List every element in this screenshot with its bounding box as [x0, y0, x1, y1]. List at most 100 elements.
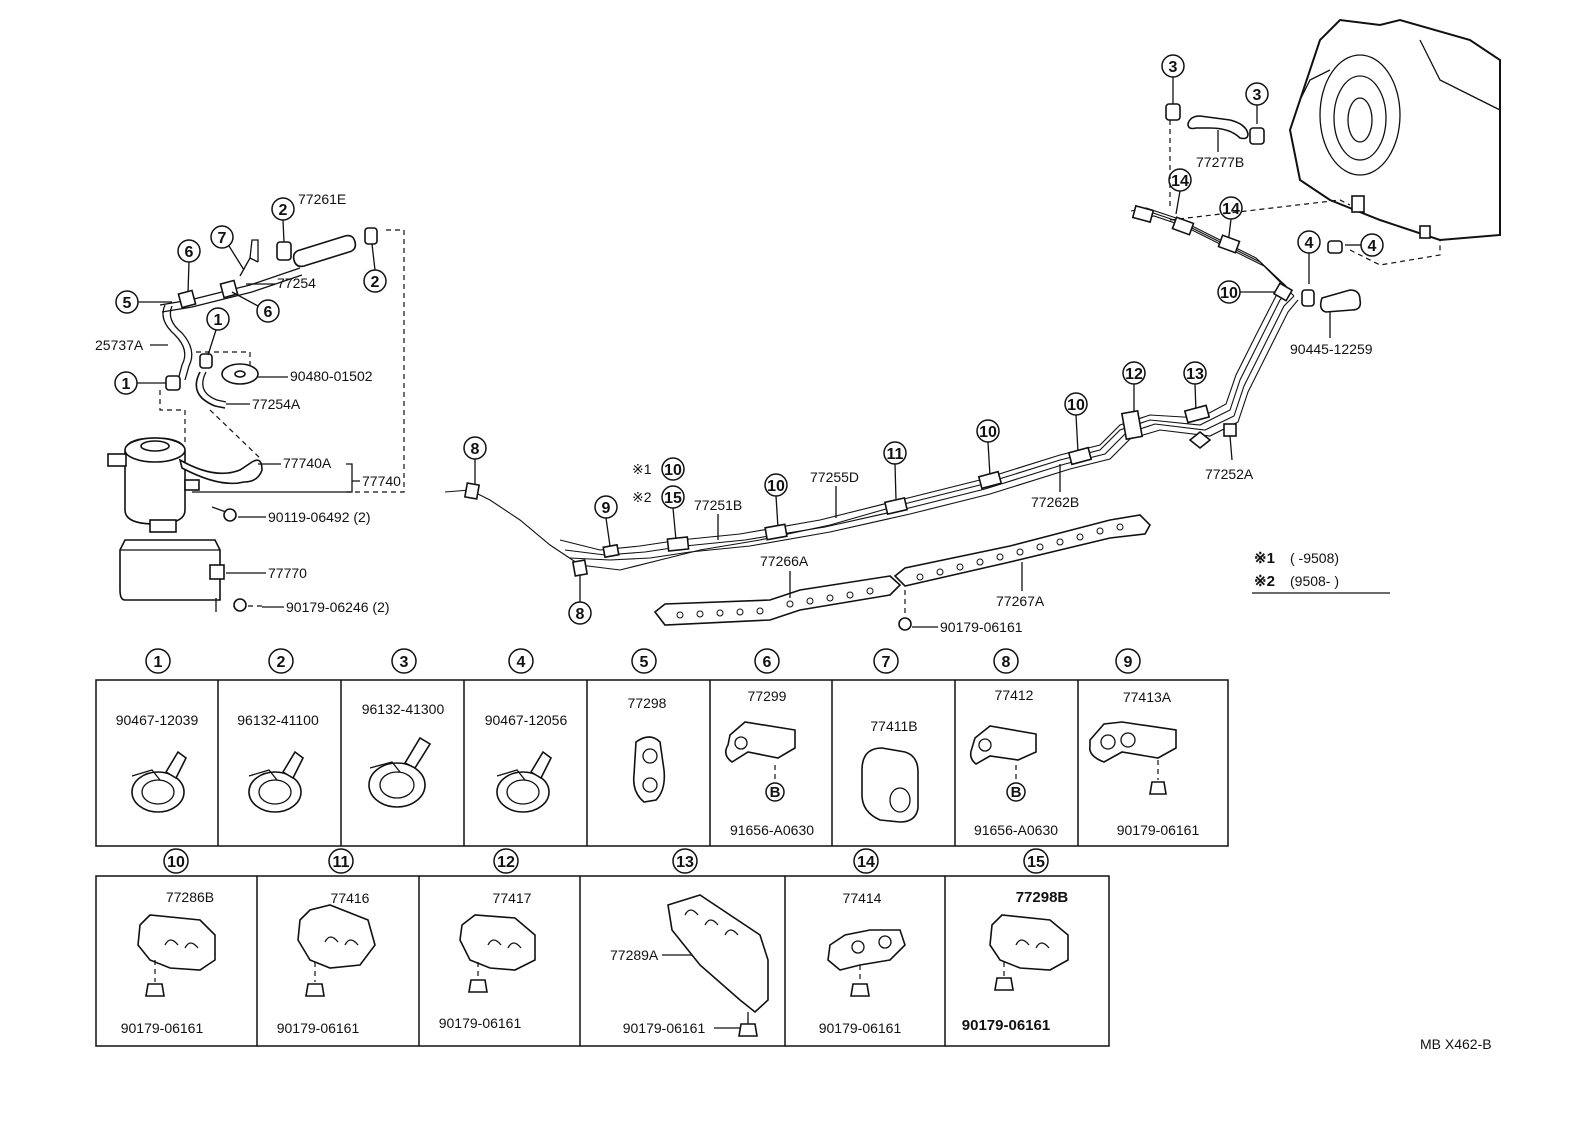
label-90445-12259: 90445-12259	[1290, 341, 1373, 357]
detail-part-8: 77412	[995, 687, 1034, 703]
callout-6-right: 6	[256, 299, 280, 323]
svg-text:7: 7	[882, 654, 891, 671]
svg-text:1: 1	[214, 312, 223, 329]
detail-sub-13: 90179-06161	[623, 1020, 706, 1036]
clamp-8-drawing	[969, 725, 1037, 765]
detail-callout-13: 13	[672, 848, 698, 874]
clamp-10-drawing	[137, 914, 216, 997]
svg-text:1: 1	[154, 654, 163, 671]
svg-text:3: 3	[400, 654, 409, 671]
callout-3-left: 3	[1161, 54, 1185, 78]
clamp-6-drawing	[724, 721, 796, 763]
svg-text:13: 13	[676, 854, 694, 871]
label-77740A: 77740A	[283, 455, 332, 471]
hose-clamp-1-drawing	[131, 750, 188, 813]
detail-part-11: 77416	[331, 890, 370, 906]
detail-part-15: 77298B	[1016, 889, 1069, 906]
svg-text:4: 4	[1305, 235, 1314, 252]
svg-text:10: 10	[664, 462, 682, 479]
label-90179-06161-main: 90179-06161	[940, 619, 1023, 635]
svg-text:8: 8	[471, 441, 480, 458]
callout-12: 12	[1122, 361, 1146, 385]
svg-text:10: 10	[1067, 397, 1085, 414]
detail-part-10: 77286B	[166, 889, 214, 905]
svg-text:12: 12	[1125, 366, 1143, 383]
label-77251B: 77251B	[694, 497, 742, 513]
canister-labels: 77261E 77254 25737A 90480-01502 77254A 7…	[95, 191, 401, 615]
callout-10-d: 10	[1217, 280, 1241, 304]
detail-part-6: 77299	[748, 688, 787, 704]
detail-sub-9: 90179-06161	[1117, 822, 1200, 838]
svg-text:B: B	[1011, 784, 1022, 801]
detail-sub-12: 90179-06161	[439, 1015, 522, 1031]
svg-text:12: 12	[497, 854, 515, 871]
clamp-9-drawing	[1088, 721, 1177, 795]
svg-text:14: 14	[1222, 201, 1240, 218]
svg-text:10: 10	[979, 424, 997, 441]
detail-callout-5: 5	[631, 648, 657, 674]
svg-text:6: 6	[185, 244, 194, 261]
detail-part-12: 77417	[493, 890, 532, 906]
svg-text:6: 6	[763, 654, 772, 671]
svg-text:10: 10	[167, 854, 185, 871]
callout-star2-15: 15	[661, 485, 685, 509]
detail-part-13: 77289A	[610, 947, 659, 963]
hose-clamp-3-drawing	[368, 736, 432, 808]
svg-text:8: 8	[1002, 654, 1011, 671]
fuel-pipe-run	[444, 204, 1299, 577]
detail-part-4: 90467-12056	[485, 712, 568, 728]
svg-text:9: 9	[602, 500, 611, 517]
svg-text:4: 4	[1368, 238, 1377, 255]
callout-9: 9	[594, 495, 618, 519]
svg-text:10: 10	[767, 478, 785, 495]
hose-clamp-4-drawing	[496, 750, 553, 813]
label-90119-06492: 90119-06492 (2)	[268, 509, 370, 525]
fuel-tank	[1165, 18, 1501, 313]
detail-callout-8: 8	[993, 648, 1019, 674]
svg-text:11: 11	[333, 854, 350, 871]
svg-text:4: 4	[517, 654, 526, 671]
bracket-13-drawing	[667, 894, 769, 1037]
figure-code: MB X462-B	[1420, 1036, 1492, 1052]
detail-sub-11: 90179-06161	[277, 1020, 360, 1036]
svg-text:1: 1	[122, 376, 131, 393]
detail-sub-8: 91656-A0630	[974, 822, 1058, 838]
label-77262B: 77262B	[1031, 494, 1079, 510]
clamp-12-drawing	[459, 914, 536, 993]
svg-text:5: 5	[640, 654, 649, 671]
label-90179-06246: 90179-06246 (2)	[286, 599, 390, 615]
callout-3-right: 3	[1245, 82, 1269, 106]
callout-2-right: 2	[363, 269, 387, 293]
svg-text:15: 15	[1027, 854, 1045, 871]
label-77255D: 77255D	[810, 469, 859, 485]
marker-b-8: B	[1006, 782, 1026, 802]
svg-text:14: 14	[857, 854, 875, 871]
protector-rails	[653, 514, 1151, 631]
detail-row-2: 10 11 12 13 14 15 77286B 77416 77417 772…	[95, 848, 1110, 1047]
clip-5-drawing	[632, 736, 666, 803]
detail-callout-7: 7	[873, 648, 899, 674]
detail-sub-6: 91656-A0630	[730, 822, 814, 838]
note-legend: ※1 ( -9508) ※2 (9508- )	[1252, 550, 1390, 594]
canister-assembly	[107, 227, 405, 612]
label-77254A: 77254A	[252, 396, 301, 412]
svg-text:5: 5	[123, 295, 132, 312]
svg-text:9: 9	[1124, 654, 1133, 671]
main-callouts: 2 2 7 6 6 5 1 1 8 8 9 10 ※1 15 ※2 10 11 …	[114, 54, 1384, 625]
detail-callout-9: 9	[1115, 648, 1141, 674]
label-77266A: 77266A	[760, 553, 809, 569]
callout-1-lower: 1	[114, 371, 138, 395]
callout-14-left: 14	[1168, 168, 1192, 192]
note-text-2: (9508- )	[1290, 573, 1339, 589]
detail-row-1: 1 2 3 4 5 6 7 8 9 90467-12039 96132-4110…	[95, 648, 1229, 847]
callout-7: 7	[210, 225, 234, 249]
label-77770: 77770	[268, 565, 307, 581]
label-77254: 77254	[277, 275, 316, 291]
hose-clamp-2-drawing	[248, 750, 305, 813]
detail-part-7: 77411B	[870, 718, 917, 734]
svg-text:B: B	[770, 784, 781, 801]
detail-part-9: 77413A	[1123, 689, 1172, 705]
callout-10-b: 10	[976, 419, 1000, 443]
marker-b-6: B	[765, 782, 785, 802]
